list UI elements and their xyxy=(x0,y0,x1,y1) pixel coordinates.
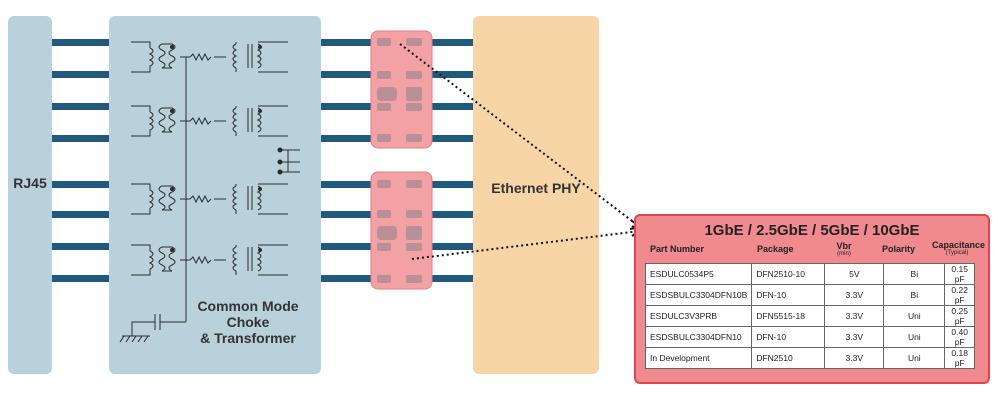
header-vbr-sub: (min) xyxy=(837,251,851,257)
callout-lines xyxy=(399,43,641,260)
cell-vbr: 3.3V xyxy=(824,326,885,348)
cell-polarity: Uni xyxy=(883,347,946,369)
rj45-block xyxy=(8,16,52,374)
part-table-panel: 1GbE / 2.5GbE / 5GbE / 10GbE Part Number… xyxy=(634,214,990,384)
choke-label: Common Mode Choke & Transformer xyxy=(196,298,300,346)
right-bus xyxy=(280,149,300,173)
cell-capacitance: 0.22 pF xyxy=(944,284,975,306)
cell-polarity: Bi xyxy=(883,263,946,285)
table-header: Part Number Package Vbr (min) Polarity C… xyxy=(644,240,986,268)
choke-label-line2: Choke xyxy=(226,314,270,330)
cell-vbr: 3.3V xyxy=(824,305,885,327)
header-part-number: Part Number xyxy=(650,244,705,254)
cell-capacitance: 0.40 pF xyxy=(944,326,975,348)
cell-part: In Development xyxy=(644,347,753,369)
cell-package: DFN2510 xyxy=(751,347,826,369)
phy-label: Ethernet PHY xyxy=(491,180,581,196)
cell-package: DFN5515-18 xyxy=(751,305,826,327)
table-row: ESDULC0534P5 DFN2510-10 5V Bi 0.15 pF xyxy=(644,263,975,285)
cell-capacitance: 0.25 pF xyxy=(944,305,975,327)
cell-package: DFN-10 xyxy=(751,284,826,306)
transformer-section-1 xyxy=(131,41,288,73)
choke-schematic xyxy=(119,41,300,343)
header-cap-label: Capacitance xyxy=(932,240,986,250)
cell-part: ESDSBULC3304DFN10 xyxy=(644,326,753,348)
ground-symbol xyxy=(119,335,150,343)
table-row: In Development DFN2510 3.3V Uni 0.18 pF xyxy=(644,347,975,369)
table-title: 1GbE / 2.5GbE / 5GbE / 10GbE xyxy=(704,222,920,239)
header-vbr-label: Vbr xyxy=(836,241,852,251)
cell-package: DFN-10 xyxy=(751,326,826,348)
cell-capacitance: 0.15 pF xyxy=(944,263,975,285)
cell-polarity: Uni xyxy=(883,326,946,348)
cell-polarity: Uni xyxy=(883,305,946,327)
header-capacitance: Capacitance (Typical) xyxy=(932,240,986,256)
header-vbr: Vbr (min) xyxy=(832,241,856,257)
rj45-traces xyxy=(52,39,109,282)
rj45-label: RJ45 xyxy=(13,175,47,191)
choke-label-line1: Common Mode xyxy=(197,298,299,314)
header-cap-sub: (Typical) xyxy=(945,250,969,256)
cell-part: ESDULC0534P5 xyxy=(644,263,753,285)
ground-capacitor xyxy=(131,314,186,336)
header-polarity: Polarity xyxy=(882,244,916,254)
transformer-section-4 xyxy=(131,244,288,276)
cell-part: ESDULC3V3PRB xyxy=(644,305,753,327)
phy-block xyxy=(473,16,599,374)
table-row: ESDULC3V3PRB DFN5515-18 3.3V Uni 0.25 pF xyxy=(644,305,975,327)
cell-polarity: Bi xyxy=(883,284,946,306)
transformer-section-2 xyxy=(131,105,288,137)
cell-part: ESDSBULC3304DFN10B xyxy=(644,284,753,306)
header-package: Package xyxy=(757,244,794,254)
cell-vbr: 3.3V xyxy=(824,347,885,369)
part-table: ESDULC0534P5 DFN2510-10 5V Bi 0.15 pF ES… xyxy=(644,263,975,369)
transformer-section-3 xyxy=(131,183,288,215)
cell-capacitance: 0.18 pF xyxy=(944,347,975,369)
cell-vbr: 5V xyxy=(824,263,885,285)
cell-vbr: 3.3V xyxy=(824,284,885,306)
tvs-diode-array-bottom xyxy=(370,171,433,290)
cell-package: DFN2510-10 xyxy=(751,263,826,285)
table-row: ESDSBULC3304DFN10B DFN-10 3.3V Bi 0.22 p… xyxy=(644,284,975,306)
table-row: ESDSBULC3304DFN10 DFN-10 3.3V Uni 0.40 p… xyxy=(644,326,975,348)
tvs-diode-array-top xyxy=(370,30,433,149)
choke-label-line3: & Transformer xyxy=(200,330,296,346)
